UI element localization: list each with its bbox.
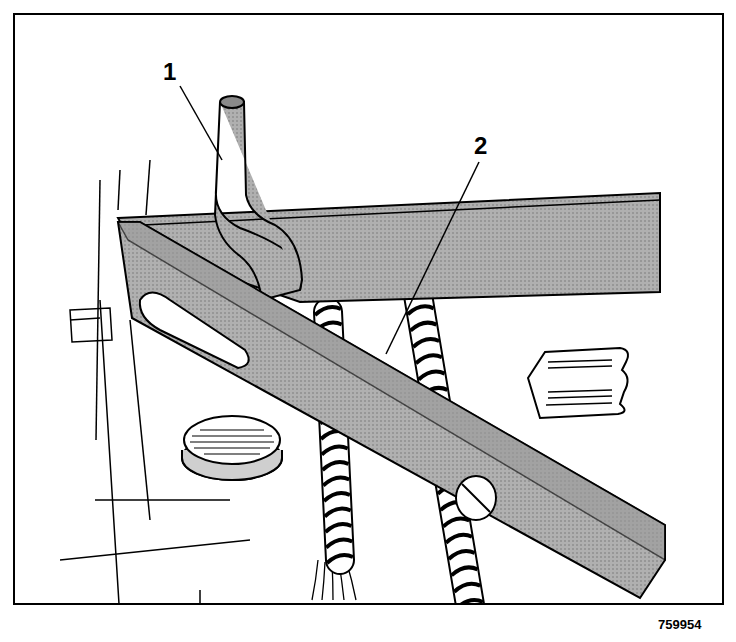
diagonal-bar xyxy=(118,222,665,598)
callout-number: 2 xyxy=(474,134,487,158)
callout-number: 1 xyxy=(163,60,176,84)
bracket-part xyxy=(528,348,628,418)
leader-line xyxy=(180,86,222,160)
leader-lines xyxy=(180,86,479,354)
hook-tool xyxy=(215,96,302,300)
figure-number: 759954 xyxy=(658,618,701,631)
figure-frame xyxy=(14,14,723,604)
scene xyxy=(60,96,665,603)
leader-line xyxy=(386,162,479,354)
filler-cap xyxy=(182,416,282,480)
